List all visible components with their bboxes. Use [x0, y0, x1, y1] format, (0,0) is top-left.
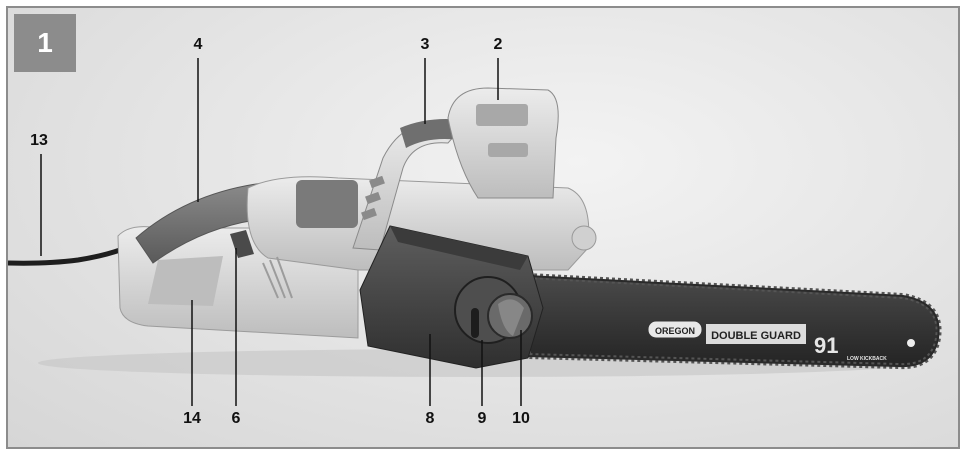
hand-guard-slot-top [476, 104, 528, 126]
handle-opening [148, 256, 223, 306]
oil-cap [571, 225, 597, 251]
hand-guard-slot-bottom [488, 143, 528, 157]
figure-number-badge: 1 [14, 14, 76, 72]
vent-slots [262, 256, 293, 299]
double-guard-box [706, 324, 806, 344]
callout-label-2: 2 [493, 36, 503, 53]
locking-knob-lever [498, 299, 524, 336]
callout-label-14: 14 [183, 410, 201, 427]
power-cord [8, 247, 121, 266]
cover-top-edge [390, 226, 528, 270]
callout-label-13: 13 [30, 132, 48, 149]
callout-label-10: 10 [512, 410, 530, 427]
tension-knob-grip [471, 308, 479, 338]
bar-note-text: LOW KICKBACK [847, 356, 887, 362]
front-handle-slots [361, 175, 385, 221]
product-figure: OREGON DOUBLE GUARD 91 LOW KICKBACK [6, 6, 960, 449]
front-handle-grip [400, 119, 463, 148]
bar-model-text: 91 [814, 333, 838, 358]
chainsaw-illustration: OREGON DOUBLE GUARD 91 LOW KICKBACK [8, 87, 942, 377]
bar-brand-text: OREGON [655, 326, 695, 336]
callout-label-8: 8 [425, 410, 435, 427]
callout-label-3: 3 [420, 36, 430, 53]
callout-label-6: 6 [231, 410, 241, 427]
bar-branding: OREGON DOUBLE GUARD 91 LOW KICKBACK [647, 320, 887, 362]
bar-product-text: DOUBLE GUARD [711, 330, 801, 342]
motor-grip-band [296, 180, 358, 228]
oregon-logo [647, 320, 703, 339]
callout-label-9: 9 [477, 410, 487, 427]
callout-label-4: 4 [193, 36, 203, 53]
guide-bar [525, 272, 942, 370]
